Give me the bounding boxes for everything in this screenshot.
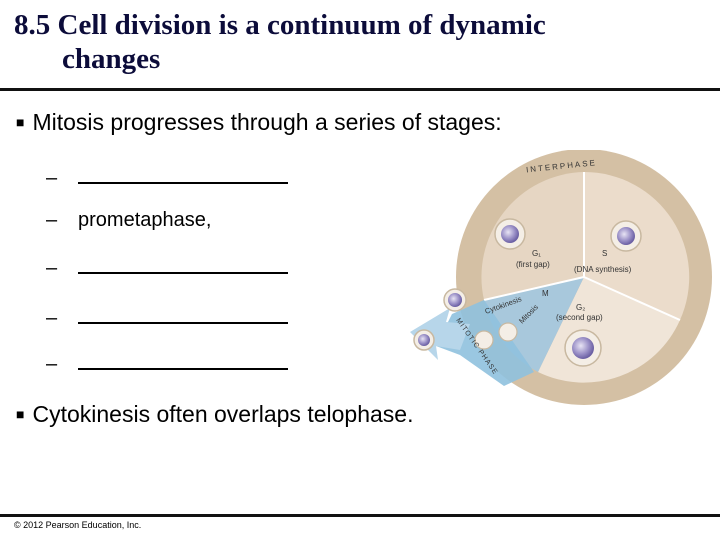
sub-bullet-3: –	[46, 256, 288, 280]
slide-title: 8.5 Cell division is a continuum of dyna…	[14, 8, 634, 76]
sub-bullet-5: –	[46, 352, 288, 376]
cell-mitosis-1	[474, 330, 494, 350]
fill-in-blank-5	[78, 352, 288, 370]
slide-title-line1: 8.5 Cell division is a continuum of dyna…	[14, 9, 546, 41]
g1-desc: (first gap)	[516, 260, 550, 269]
dash-icon: –	[46, 257, 58, 279]
title-divider	[0, 88, 720, 91]
sub-bullet-2-text: prometaphase,	[78, 209, 212, 231]
bullet-square-icon: ■	[16, 406, 25, 422]
s-label: S	[602, 249, 607, 258]
cell-cycle-diagram: INTERPHASE G₁ (first gap) S (DNA synthes…	[410, 150, 712, 405]
g2-desc: (second gap)	[556, 313, 603, 322]
copyright-text: © 2012 Pearson Education, Inc.	[14, 520, 142, 530]
s-desc: (DNA synthesis)	[574, 265, 632, 274]
bullet-second: ■ Cytokinesis often overlaps telophase.	[16, 400, 413, 428]
dash-icon: –	[46, 353, 58, 375]
slide-title-line2: changes	[62, 43, 161, 75]
g1-phase-wedge	[481, 172, 584, 300]
fill-in-blank-4	[78, 306, 288, 324]
g2-label: G₂	[576, 303, 585, 312]
bullet-main-text: Mitosis progresses through a series of s…	[32, 109, 502, 135]
sub-bullet-4: –	[46, 306, 288, 330]
sub-bullet-2: –prometaphase,	[46, 208, 211, 232]
fill-in-blank-1	[78, 166, 288, 184]
dash-icon: –	[46, 167, 58, 189]
footer-divider	[0, 514, 720, 517]
bullet-second-text: Cytokinesis often overlaps telophase.	[32, 401, 414, 427]
cell-mitosis-2	[498, 322, 518, 342]
g1-label: G₁	[532, 249, 541, 258]
sub-bullet-1: –	[46, 166, 288, 190]
dash-icon: –	[46, 307, 58, 329]
bullet-square-icon: ■	[16, 114, 25, 130]
fill-in-blank-3	[78, 256, 288, 274]
m-label: M	[542, 289, 549, 298]
bullet-main: ■ Mitosis progresses through a series of …	[16, 108, 502, 136]
dash-icon: –	[46, 209, 58, 231]
